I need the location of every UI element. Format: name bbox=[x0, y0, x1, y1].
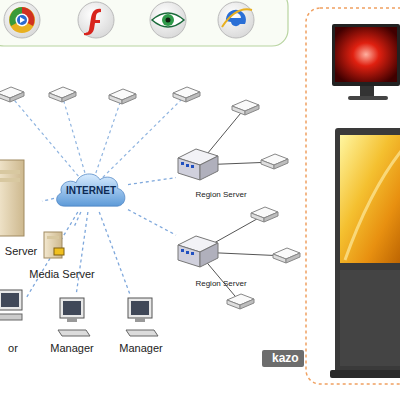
device-side bbox=[274, 159, 288, 169]
device-side bbox=[286, 253, 300, 263]
player-device bbox=[227, 294, 254, 309]
device-side bbox=[62, 92, 76, 102]
region-server-node: Region Server bbox=[176, 143, 266, 199]
kiosk-display bbox=[330, 128, 400, 378]
device-side bbox=[240, 299, 254, 309]
network-connector bbox=[76, 212, 88, 294]
device-side bbox=[251, 213, 264, 222]
node-label: or bbox=[0, 342, 26, 354]
server-tower bbox=[0, 160, 24, 236]
player-device bbox=[49, 87, 76, 102]
device-side bbox=[227, 300, 240, 309]
node-label: Manager bbox=[113, 342, 169, 354]
player-device bbox=[273, 248, 300, 263]
logo-text: kazo bbox=[262, 350, 304, 367]
node-label: Media Server bbox=[28, 268, 96, 280]
player-device bbox=[232, 100, 259, 115]
device-side bbox=[264, 212, 278, 222]
device-side bbox=[0, 93, 10, 102]
device-side bbox=[122, 94, 136, 104]
player-device bbox=[109, 89, 136, 104]
node-label: Region Server bbox=[176, 190, 266, 199]
device-side bbox=[49, 93, 62, 102]
player-device bbox=[261, 154, 288, 169]
network-wire bbox=[90, 95, 186, 190]
device-side bbox=[261, 160, 274, 169]
manager-node: Manager bbox=[113, 294, 169, 354]
media-server-node: Media Server bbox=[28, 226, 96, 280]
workstation-icon bbox=[58, 298, 90, 336]
icon-tray bbox=[0, 0, 288, 46]
network-connector bbox=[42, 198, 54, 201]
region-server-node: Region Server bbox=[176, 230, 266, 288]
workstation-icon bbox=[0, 290, 22, 320]
device-side bbox=[173, 93, 186, 102]
player-device bbox=[173, 87, 200, 102]
player-device bbox=[251, 207, 278, 222]
network-connector bbox=[128, 210, 176, 235]
network-connector bbox=[128, 178, 176, 185]
player-device bbox=[0, 87, 24, 102]
device-side bbox=[273, 254, 286, 263]
ie-icon bbox=[218, 2, 254, 38]
monitor-node: or bbox=[0, 286, 26, 354]
node-label: Manager bbox=[44, 342, 100, 354]
network-connector bbox=[99, 212, 130, 294]
eye-icon bbox=[150, 2, 186, 38]
device-side bbox=[109, 95, 122, 104]
cloud-label: INTERNET bbox=[54, 185, 128, 196]
monitor-display bbox=[332, 24, 400, 100]
device-side bbox=[232, 106, 245, 115]
internet-cloud: INTERNET bbox=[54, 168, 128, 212]
media-server-icon bbox=[44, 232, 64, 258]
manager-node: Manager bbox=[44, 294, 100, 354]
device-side bbox=[10, 92, 24, 102]
device-side bbox=[245, 105, 259, 115]
node-label: Server bbox=[0, 245, 42, 257]
workstation-icon bbox=[126, 298, 158, 336]
server-node: Server bbox=[0, 155, 42, 257]
display-panel bbox=[306, 8, 400, 384]
network-connector bbox=[74, 212, 80, 226]
flash-icon bbox=[78, 2, 114, 38]
device-side bbox=[186, 92, 200, 102]
region-server-box bbox=[178, 236, 218, 267]
chrome-like-icon bbox=[4, 2, 40, 38]
node-label: Region Server bbox=[176, 279, 266, 288]
region-server-box bbox=[178, 149, 218, 180]
